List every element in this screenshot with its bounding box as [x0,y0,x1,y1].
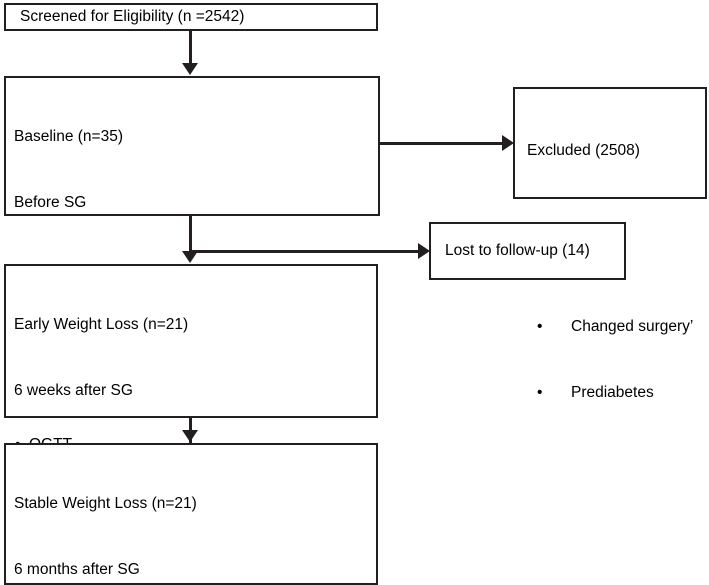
box-stable-weight-loss: Stable Weight Loss (n=21) 6 months after… [4,443,378,585]
box-screened-label: Screened for Eligibility (n =2542) [20,8,245,25]
connector-baseline-to-excluded [380,142,504,145]
box-excluded-header: Excluded (2508) [527,142,640,159]
box-baseline-header-1: Baseline (n=35) [14,128,123,145]
box-stable-weight-loss-header-1: Stable Weight Loss (n=21) [14,495,197,512]
arrowhead-baseline-to-early [182,251,198,263]
arrowhead-baseline-to-excluded [502,135,514,151]
connector-baseline-to-early [189,216,192,254]
connector-screened-to-baseline [189,31,192,65]
box-early-weight-loss-header-2: 6 weeks after SG [14,382,133,399]
box-screened-for-eligibility: Screened for Eligibility (n =2542) [4,3,378,31]
box-stable-weight-loss-header-2: 6 months after SG [14,561,140,578]
box-stable-weight-loss-content: Stable Weight Loss (n=21) 6 months after… [14,449,372,585]
box-excluded: Excluded (2508) Changed surgery’ Prediab… [513,87,707,404]
box-lost-to-followup: Lost to follow-up (14) [429,222,626,280]
list-item: Prediabetes [527,382,701,404]
box-excluded-bullets: Changed surgery’ Prediabetes [527,272,701,448]
box-lost-to-followup-label: Lost to follow-up (14) [445,242,590,259]
box-early-weight-loss: Early Weight Loss (n=21) 6 weeks after S… [4,264,378,578]
box-excluded-content: Excluded (2508) Changed surgery’ Prediab… [527,96,701,492]
arrowhead-screened-to-baseline [182,63,198,75]
box-baseline: Baseline (n=35) Before SG Weight measure… [4,76,380,522]
box-early-weight-loss-header-1: Early Weight Loss (n=21) [14,316,189,333]
arrowhead-early-to-stable [182,430,198,442]
list-item: Changed surgery’ [527,316,701,338]
arrowhead-branch-to-lost-followup [418,243,430,259]
connector-branch-to-lost-followup [189,250,420,253]
box-baseline-header-2: Before SG [14,194,87,211]
